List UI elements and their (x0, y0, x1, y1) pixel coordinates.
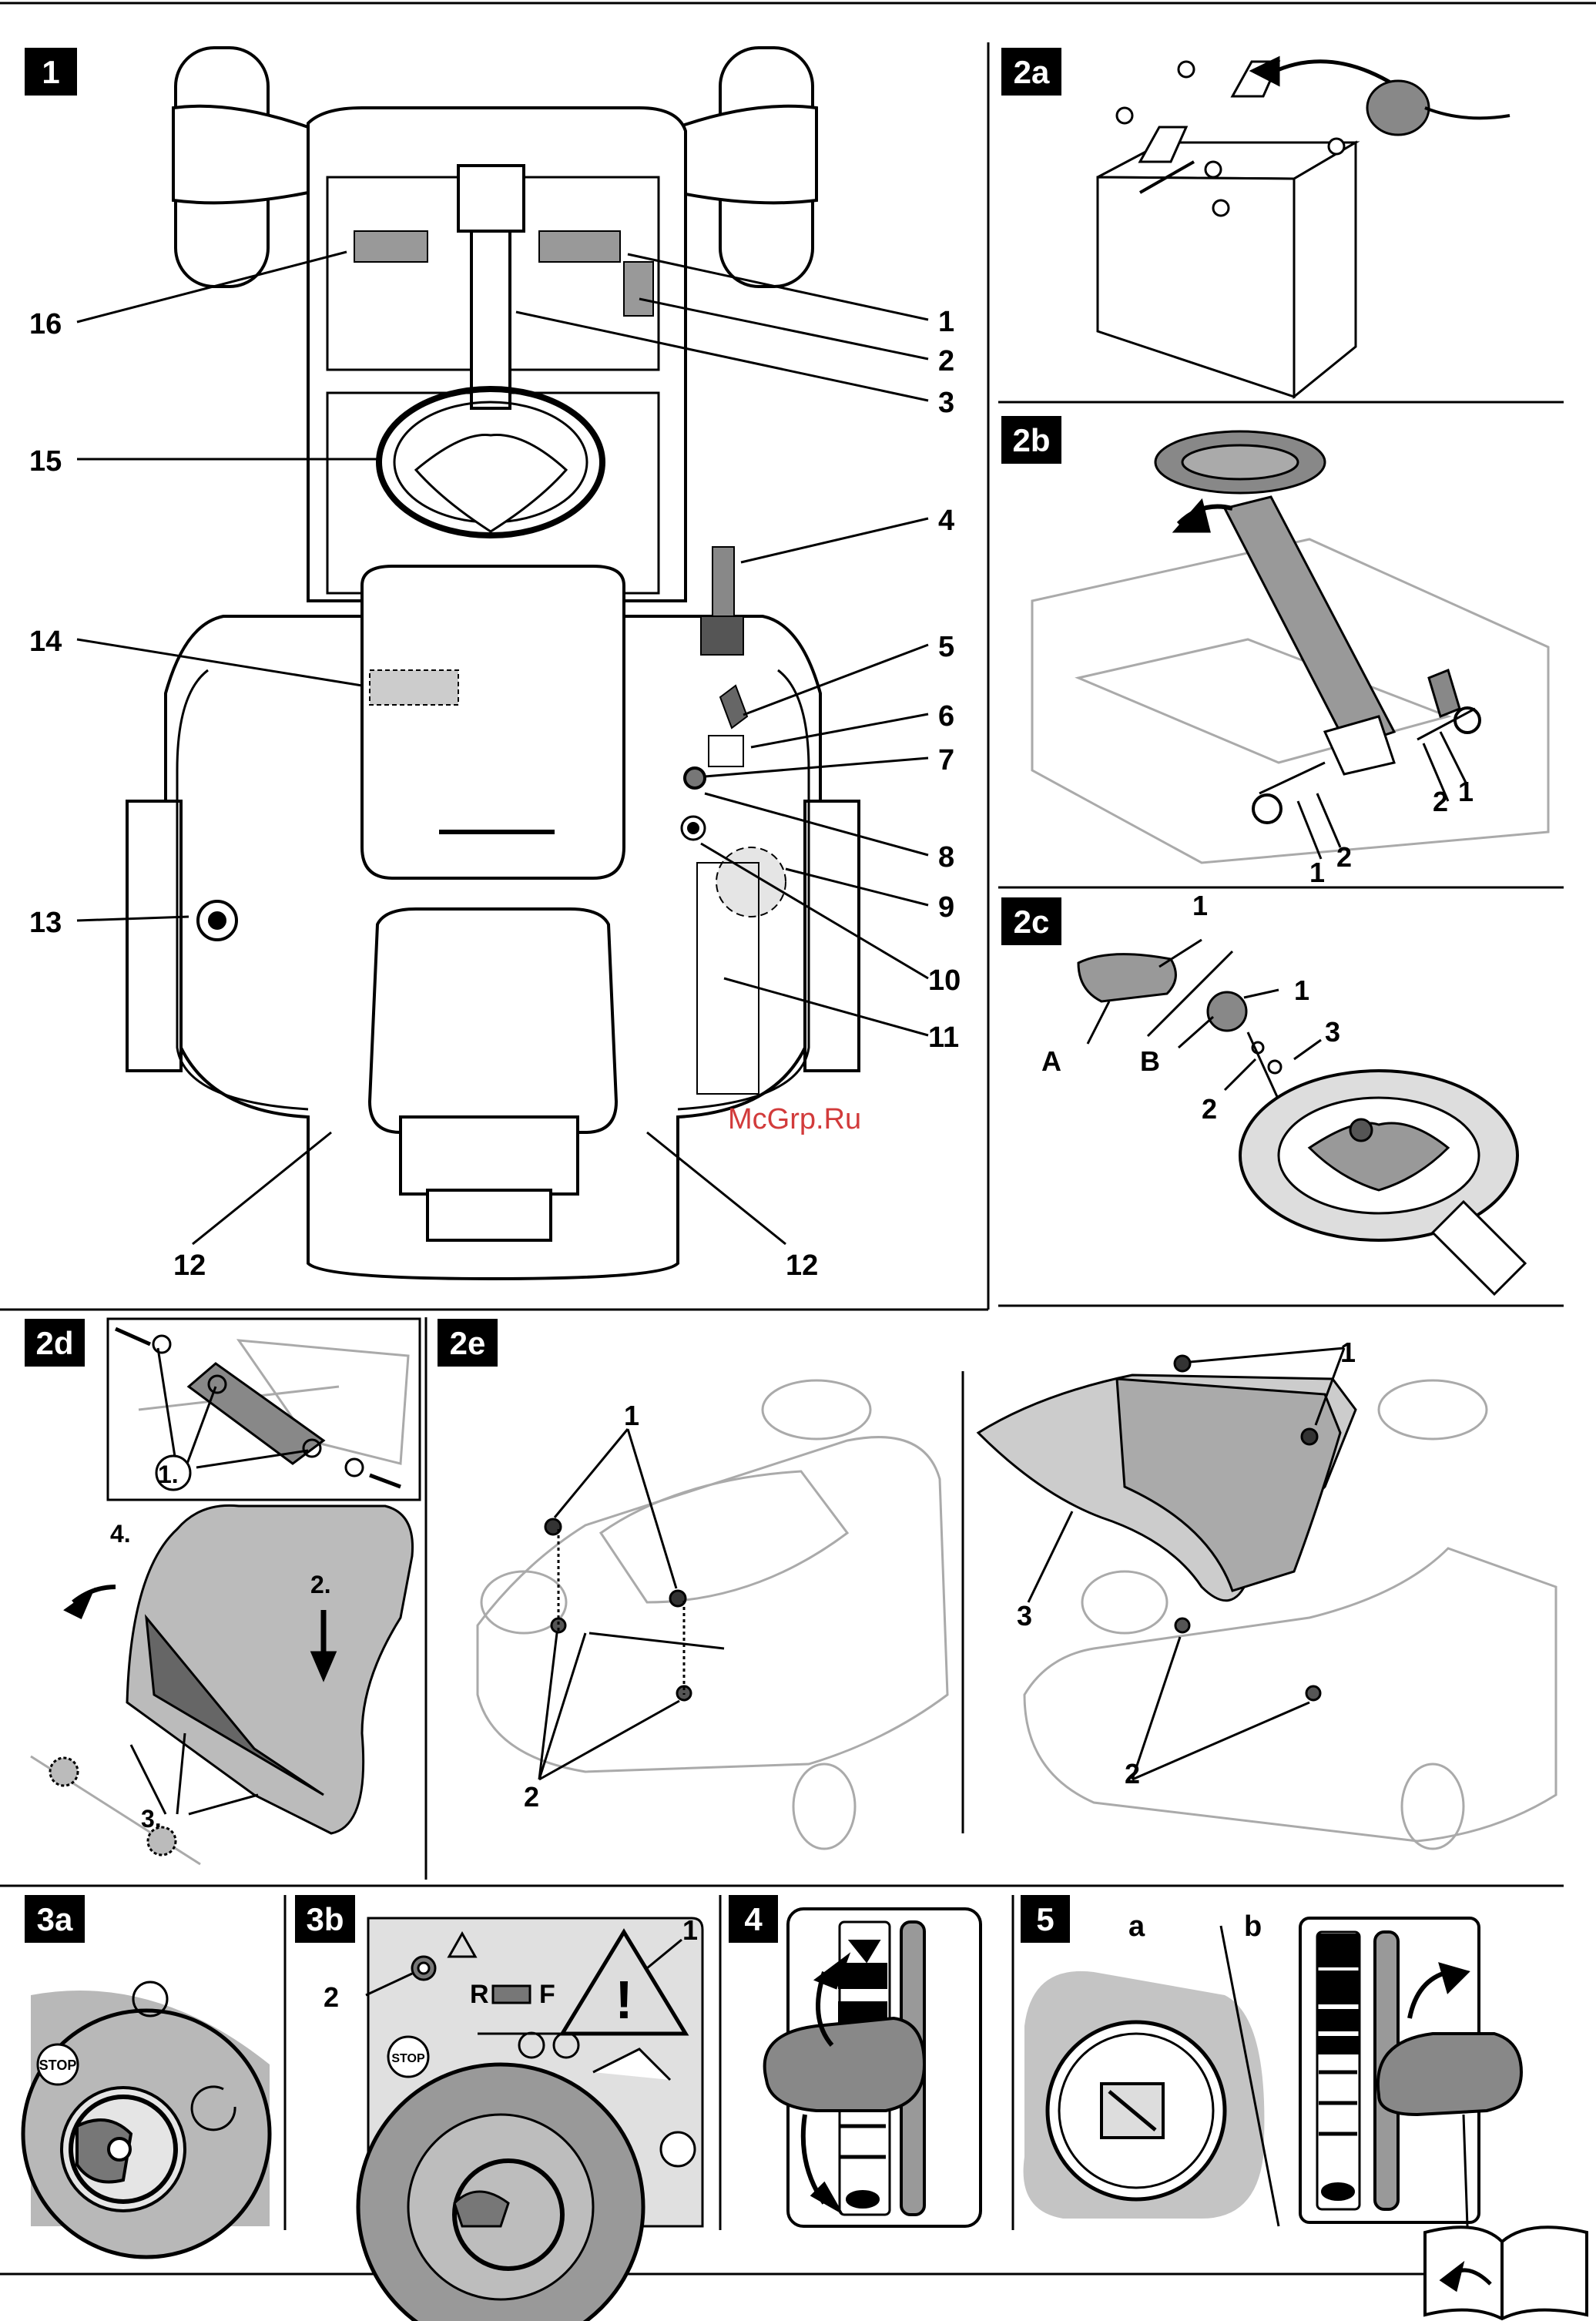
choke-panel-5 (1024, 1918, 1521, 2226)
svg-text:4.: 4. (110, 1520, 131, 1548)
svg-text:9: 9 (938, 891, 954, 924)
svg-text:8: 8 (938, 841, 954, 874)
svg-text:16: 16 (29, 308, 62, 340)
svg-text:F: F (539, 1980, 555, 2009)
panel-tag-4: 4 (729, 1895, 778, 1943)
throttle-lever-icon (712, 547, 734, 620)
panel-tag-2c: 2c (1001, 897, 1061, 945)
svg-text:2: 2 (1202, 1093, 1217, 1125)
mower-deck-left (478, 1380, 947, 1849)
panel-tag-1: 1 (25, 48, 77, 96)
book-icon (1425, 2227, 1587, 2319)
tractor-top-view (127, 48, 859, 1279)
svg-text:15: 15 (29, 445, 62, 478)
panel-tag-2d: 2d (25, 1319, 85, 1367)
panel5-callouts: a b (1128, 1910, 1262, 1943)
panel-tag-3b: 3b (295, 1895, 355, 1943)
pedal-right (539, 231, 620, 262)
svg-text:13: 13 (29, 907, 62, 939)
svg-text:6: 6 (938, 700, 954, 733)
svg-text:!: ! (615, 1970, 632, 2030)
svg-text:10: 10 (928, 964, 961, 997)
panel-tag-3a: 3a (25, 1895, 85, 1943)
svg-text:2d: 2d (35, 1325, 73, 1361)
svg-text:STOP: STOP (391, 2052, 425, 2065)
svg-text:2a: 2a (1014, 54, 1050, 90)
svg-text:5: 5 (938, 631, 954, 663)
panel-tag-2a: 2a (1001, 48, 1061, 96)
svg-text:2: 2 (1433, 786, 1448, 817)
svg-text:2: 2 (524, 1781, 539, 1813)
svg-text:1: 1 (1294, 974, 1309, 1006)
svg-text:1: 1 (1340, 1337, 1356, 1368)
svg-text:1: 1 (1458, 776, 1474, 807)
svg-text:11: 11 (928, 1021, 959, 1054)
svg-text:1.: 1. (158, 1461, 179, 1488)
svg-text:1: 1 (682, 1914, 698, 1946)
svg-text:B: B (1140, 1045, 1160, 1077)
svg-text:1: 1 (938, 306, 954, 338)
battery-icon (1098, 58, 1510, 397)
svg-text:2c: 2c (1014, 904, 1050, 940)
panel-tag-5: 5 (1021, 1895, 1070, 1943)
svg-text:b: b (1244, 1910, 1262, 1943)
svg-text:14: 14 (29, 626, 62, 658)
watermark: McGrp.Ru (728, 1103, 861, 1135)
svg-text:2: 2 (938, 345, 954, 377)
svg-text:1: 1 (624, 1400, 639, 1431)
svg-text:3.: 3. (141, 1805, 162, 1833)
svg-text:2: 2 (1125, 1758, 1140, 1789)
svg-text:2: 2 (324, 1981, 339, 2013)
svg-text:4: 4 (744, 1901, 763, 1937)
panel-tag-2e: 2e (438, 1319, 498, 1367)
svg-text:3a: 3a (37, 1901, 73, 1937)
svg-text:5: 5 (1036, 1901, 1054, 1937)
svg-text:R: R (470, 1980, 489, 2009)
svg-text:STOP: STOP (39, 2058, 77, 2073)
svg-text:1: 1 (1309, 857, 1325, 888)
svg-text:2e: 2e (450, 1325, 486, 1361)
seat-mounting (31, 1319, 420, 1864)
svg-text:1: 1 (1192, 890, 1208, 921)
svg-text:A: A (1041, 1045, 1061, 1077)
svg-text:12: 12 (173, 1249, 206, 1282)
svg-text:4: 4 (938, 505, 954, 537)
svg-text:2.: 2. (310, 1571, 331, 1598)
svg-text:3: 3 (1325, 1016, 1340, 1048)
stop-icon: STOP (38, 2044, 78, 2085)
panel-tag-2b: 2b (1001, 416, 1061, 464)
svg-text:12: 12 (786, 1249, 818, 1282)
svg-text:3b: 3b (306, 1901, 344, 1937)
mower-deck-right (978, 1348, 1556, 1849)
svg-text:a: a (1128, 1910, 1145, 1943)
svg-text:7: 7 (938, 744, 954, 776)
pedal-left (354, 231, 428, 262)
svg-text:1: 1 (42, 54, 59, 90)
svg-text:2b: 2b (1012, 422, 1050, 458)
warning-panel-3b: ! R F STOP (358, 1918, 702, 2321)
svg-text:3: 3 (1017, 1600, 1032, 1632)
svg-text:2: 2 (1336, 841, 1352, 873)
throttle-panel-4 (765, 1909, 981, 2226)
svg-text:3: 3 (938, 387, 954, 419)
ignition-switch-3a: STOP (23, 1982, 270, 2257)
